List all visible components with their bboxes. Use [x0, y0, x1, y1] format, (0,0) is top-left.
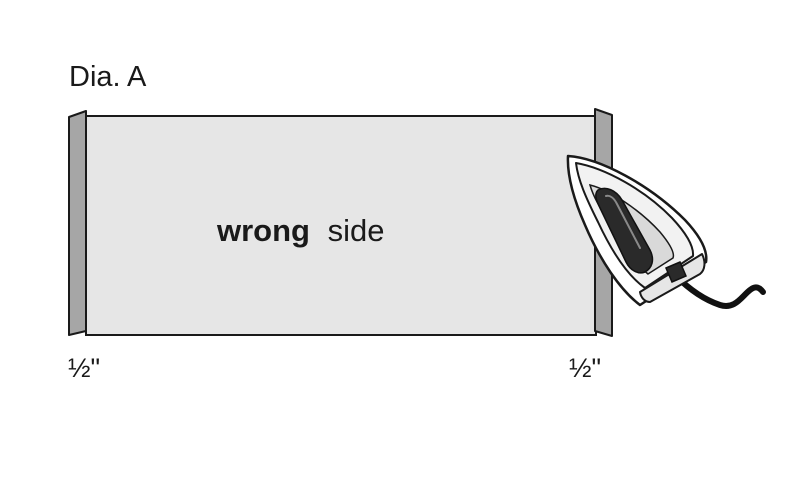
- iron-handle: [595, 187, 654, 274]
- right-hem-measure: ½": [569, 353, 601, 383]
- left-hem-measure: ½": [68, 353, 100, 383]
- clothes-iron-icon: [566, 154, 766, 310]
- left-hem-fold: [68, 110, 87, 336]
- fabric-side-label: wrong side: [216, 213, 385, 248]
- fabric-side-label-bold: wrong: [216, 213, 310, 248]
- fabric-side-label-rest: side: [328, 213, 385, 248]
- iron-cord: [673, 273, 766, 310]
- diagram-title: Dia. A: [69, 61, 147, 93]
- fabric-panel: [85, 115, 597, 336]
- iron-handle-highlight: [605, 194, 641, 249]
- iron-cord-boot: [665, 261, 687, 283]
